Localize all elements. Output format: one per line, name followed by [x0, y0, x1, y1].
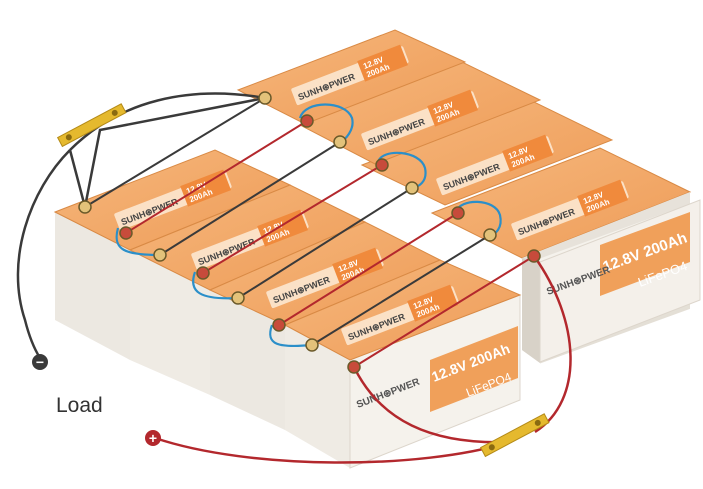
load-positive-terminal: + [145, 430, 161, 446]
load-label: Load [56, 394, 103, 418]
terminal-n6 [154, 249, 166, 261]
load-negative-symbol: − [36, 354, 44, 370]
terminal-p1 [301, 115, 313, 127]
terminal-n1 [259, 92, 271, 104]
terminal-p4 [528, 250, 540, 262]
terminal-p8 [348, 361, 360, 373]
terminal-p3 [452, 207, 464, 219]
terminal-p5 [120, 227, 132, 239]
terminal-n7 [232, 292, 244, 304]
terminal-p6 [197, 267, 209, 279]
negative-busbar [58, 104, 126, 147]
terminal-n5 [79, 201, 91, 213]
terminal-p7 [273, 319, 285, 331]
terminal-n8 [306, 339, 318, 351]
terminal-p2 [376, 159, 388, 171]
positive-busbar [481, 414, 549, 457]
load-negative-terminal: − [32, 354, 48, 370]
terminal-n4 [484, 229, 496, 241]
load-positive-symbol: + [149, 430, 157, 446]
terminal-n3 [406, 182, 418, 194]
terminal-n2 [334, 136, 346, 148]
